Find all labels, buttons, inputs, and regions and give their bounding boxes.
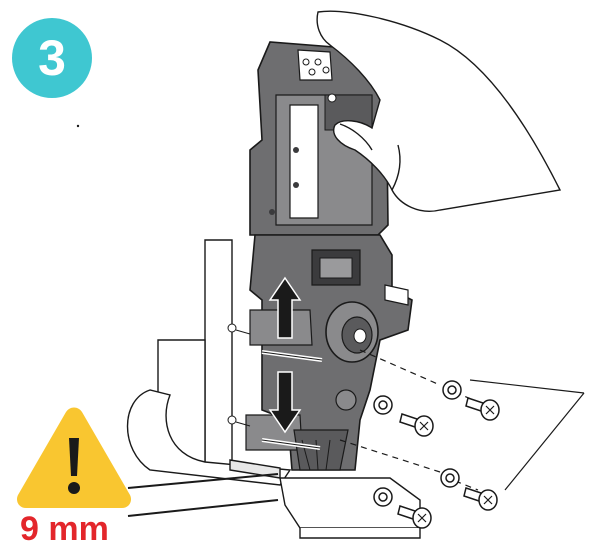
step-number: 3 bbox=[38, 30, 66, 86]
stray-dot bbox=[76, 124, 80, 128]
hand-icon bbox=[316, 10, 562, 212]
lower-assembly bbox=[227, 234, 413, 471]
measurement-lines bbox=[127, 473, 279, 517]
measurement-label: 9 mm bbox=[20, 510, 109, 548]
step-badge: 3 bbox=[12, 18, 92, 98]
screw-icon bbox=[397, 397, 500, 529]
washer-icon bbox=[373, 380, 462, 507]
arrow-up-icon bbox=[268, 276, 302, 339]
leader-lines bbox=[469, 379, 585, 491]
warning-triangle-icon bbox=[16, 407, 132, 508]
machine-base bbox=[126, 389, 421, 539]
arrow-down-icon bbox=[268, 371, 302, 434]
